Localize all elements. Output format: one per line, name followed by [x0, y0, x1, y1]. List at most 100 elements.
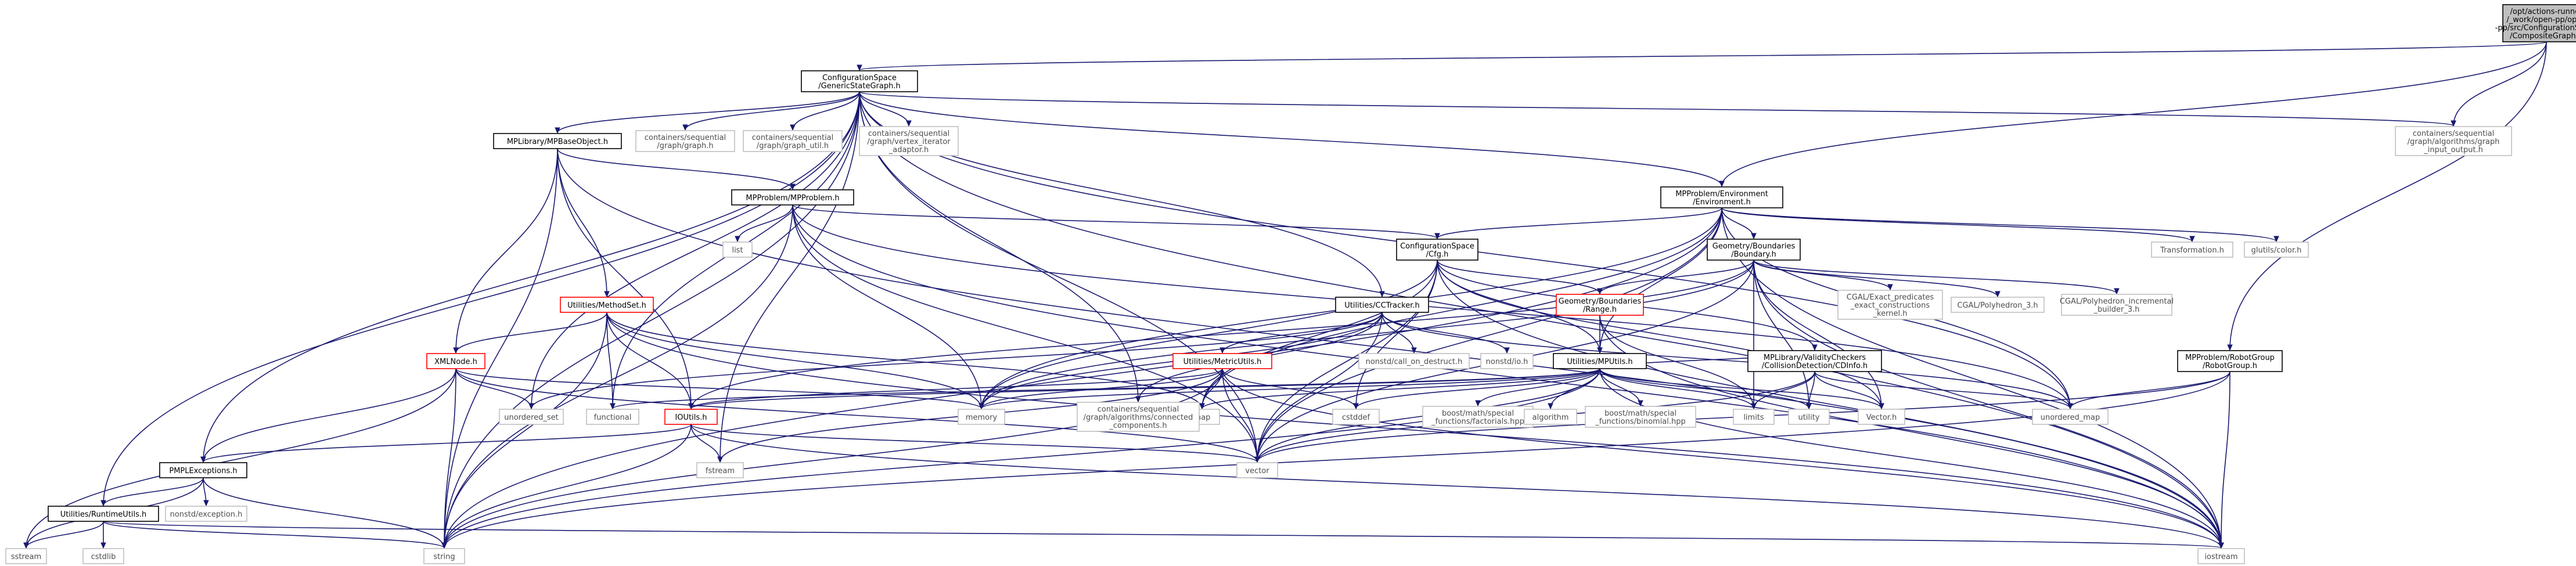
node-box: [635, 130, 735, 152]
node-cont-graph[interactable]: containers/sequential/graph/graph.h: [635, 130, 735, 152]
node-box: [1236, 462, 1278, 478]
node-robot-group[interactable]: MPProblem/RobotGroup/RobotGroup.h: [2177, 350, 2283, 372]
node-nonstd-exception[interactable]: nonstd/exception.h: [165, 506, 247, 522]
node-label-line: _components.h: [1109, 421, 1167, 430]
node-sstream[interactable]: sstream: [5, 548, 47, 564]
node-box: [696, 462, 744, 478]
node-boost-binomial[interactable]: boost/math/special_functions/binomial.hp…: [1585, 406, 1696, 428]
node-pmpl-exceptions[interactable]: PMPLExceptions.h: [159, 462, 247, 478]
node-label-line: nonstd/io.h: [1486, 358, 1528, 366]
node-functional[interactable]: functional: [586, 409, 639, 425]
node-box: [426, 353, 485, 369]
node-memory[interactable]: memory: [958, 409, 1005, 425]
node-label-line: Utilities/MethodSet.h: [567, 301, 646, 310]
node-iostream[interactable]: iostream: [2197, 548, 2245, 564]
node-vector[interactable]: vector: [1236, 462, 1278, 478]
node-string[interactable]: string: [423, 548, 465, 564]
edge-composite_graph-to-generic_state_graph: [857, 41, 2547, 71]
node-io-utils[interactable]: IOUtils.h: [664, 409, 718, 425]
node-box: [5, 548, 47, 564]
node-algorithm[interactable]: algorithm: [1524, 409, 1577, 425]
node-mp-problem[interactable]: MPProblem/MPProblem.h: [731, 189, 854, 206]
node-cstddef[interactable]: cstddef: [1332, 409, 1380, 425]
node-nonstd-call[interactable]: nonstd/call_on_destruct.h: [1358, 353, 1470, 369]
edge-composite_graph-to-robot_group: [2227, 41, 2547, 351]
node-method-set[interactable]: Utilities/MethodSet.h: [560, 297, 654, 313]
node-label-line: /graph/algorithms/graph: [2408, 138, 2500, 146]
node-box: [1747, 350, 1882, 372]
node-label-line: containers/sequential: [1098, 405, 1179, 414]
node-cgal-poly[interactable]: CGAL/Polyhedron_3.h: [1951, 297, 2045, 313]
node-box: [1707, 239, 1801, 261]
node-xml-node[interactable]: XMLNode.h: [426, 353, 485, 369]
node-cont-connected[interactable]: containers/sequential/graph/algorithms/c…: [1077, 402, 1200, 432]
edge-io_utils-to-vector: [690, 424, 1260, 463]
edge-mp_base_object-to-iostream: [557, 148, 2224, 549]
edge-boundary-to-cgal_exact: [1753, 259, 1893, 291]
node-label-line: /graph/graph.h: [657, 142, 713, 150]
node-composite-graph[interactable]: /opt/actions-runner/_work/open-pp/open-p…: [2495, 4, 2576, 42]
node-transformation[interactable]: Transformation.h: [2151, 241, 2233, 258]
node-vector-h[interactable]: Vector.h: [1858, 409, 1905, 425]
dependency-edges: [23, 41, 2547, 549]
node-utility[interactable]: utility: [1788, 409, 1830, 425]
node-cc-tracker[interactable]: Utilities/CCTracker.h: [1335, 297, 1429, 313]
node-label-line: limits: [1743, 413, 1764, 422]
edge-boundary-to-cgal_poly: [1753, 259, 2001, 298]
node-box: [1660, 186, 1783, 208]
node-glutils-color[interactable]: glutils/color.h: [2244, 241, 2309, 258]
node-cont-graph-util[interactable]: containers/sequential/graph/graph_util.h: [743, 130, 843, 152]
edge-runtime_utils-to-iostream: [103, 521, 2224, 549]
edge-pmpl_exceptions-to-nonstd_exception: [203, 477, 209, 507]
node-label-line: _exact_constructions: [1850, 301, 1930, 310]
node-box: [1332, 409, 1380, 425]
node-label-line: ConfigurationSpace: [822, 74, 897, 82]
node-mp-utils[interactable]: Utilities/MPUtils.h: [1553, 353, 1647, 369]
node-list[interactable]: list: [722, 241, 753, 258]
node-label-line: Utilities/RuntimeUtils.h: [60, 510, 147, 519]
node-range[interactable]: Geometry/Boundaries/Range.h: [1556, 294, 1644, 316]
edge-xml_node-to-unordered_set: [455, 368, 534, 410]
node-box: [2502, 4, 2576, 42]
node-label-line: list: [732, 246, 743, 255]
node-generic-state-graph[interactable]: ConfigurationSpace/GenericStateGraph.h: [801, 70, 918, 92]
edge-runtime_utils-to-string: [103, 521, 447, 549]
node-label-line: _adaptor.h: [888, 146, 929, 154]
node-box: [1524, 409, 1577, 425]
node-cgal-poly-inc[interactable]: CGAL/Polyhedron_incremental_builder_3.h: [2060, 294, 2174, 316]
node-label-line: cstdlib: [91, 553, 116, 561]
node-unordered-map[interactable]: unordered_map: [2032, 409, 2109, 425]
node-boundary[interactable]: Geometry/Boundaries/Boundary.h: [1707, 239, 1801, 261]
node-boost-factorials[interactable]: boost/math/special_functions/factorials.…: [1422, 406, 1534, 428]
node-nonstd-io[interactable]: nonstd/io.h: [1480, 353, 1534, 369]
node-fstream[interactable]: fstream: [696, 462, 744, 478]
node-label-line: PMPLExceptions.h: [169, 467, 237, 475]
edge-environment-to-boundary: [1721, 207, 1757, 240]
node-box: [743, 130, 843, 152]
node-cfg[interactable]: ConfigurationSpace/Cfg.h: [1396, 239, 1478, 261]
node-cont-vertex-iter[interactable]: containers/sequential/graph/vertex_itera…: [859, 126, 959, 156]
node-label-line: algorithm: [1532, 413, 1569, 422]
node-validity-checkers[interactable]: MPLibrary/ValidityCheckers/CollisionDete…: [1747, 350, 1882, 372]
node-label-line: Utilities/CCTracker.h: [1344, 301, 1420, 310]
node-limits[interactable]: limits: [1733, 409, 1775, 425]
node-cont-graph-input[interactable]: containers/sequential/graph/algorithms/g…: [2395, 126, 2512, 156]
edge-generic_state_graph-to-cc_tracker: [859, 91, 1385, 298]
node-label-line: unordered_set: [504, 413, 558, 422]
node-label-line: /Cfg.h: [1426, 250, 1449, 259]
node-label-line: containers/sequential: [752, 134, 834, 142]
node-cgal-exact[interactable]: CGAL/Exact_predicates_exact_construction…: [1837, 290, 1943, 320]
node-box: [1480, 353, 1534, 369]
node-metric-utils[interactable]: Utilities/MetricUtils.h: [1172, 353, 1272, 369]
node-box: [1335, 297, 1429, 313]
node-environment[interactable]: MPProblem/Environment/Environment.h: [1660, 186, 1783, 208]
node-cstdlib[interactable]: cstdlib: [82, 548, 124, 564]
node-runtime-utils[interactable]: Utilities/RuntimeUtils.h: [48, 506, 159, 522]
node-unordered-set[interactable]: unordered_set: [499, 409, 564, 425]
node-label-line: _functions/binomial.hpp: [1595, 417, 1686, 426]
edge-validity_checkers-to-utility: [1806, 371, 1815, 410]
node-box: [722, 241, 753, 258]
node-mp-base-object[interactable]: MPLibrary/MPBaseObject.h: [493, 133, 622, 149]
edge-mp_utils-to-iostream: [1599, 368, 2224, 549]
